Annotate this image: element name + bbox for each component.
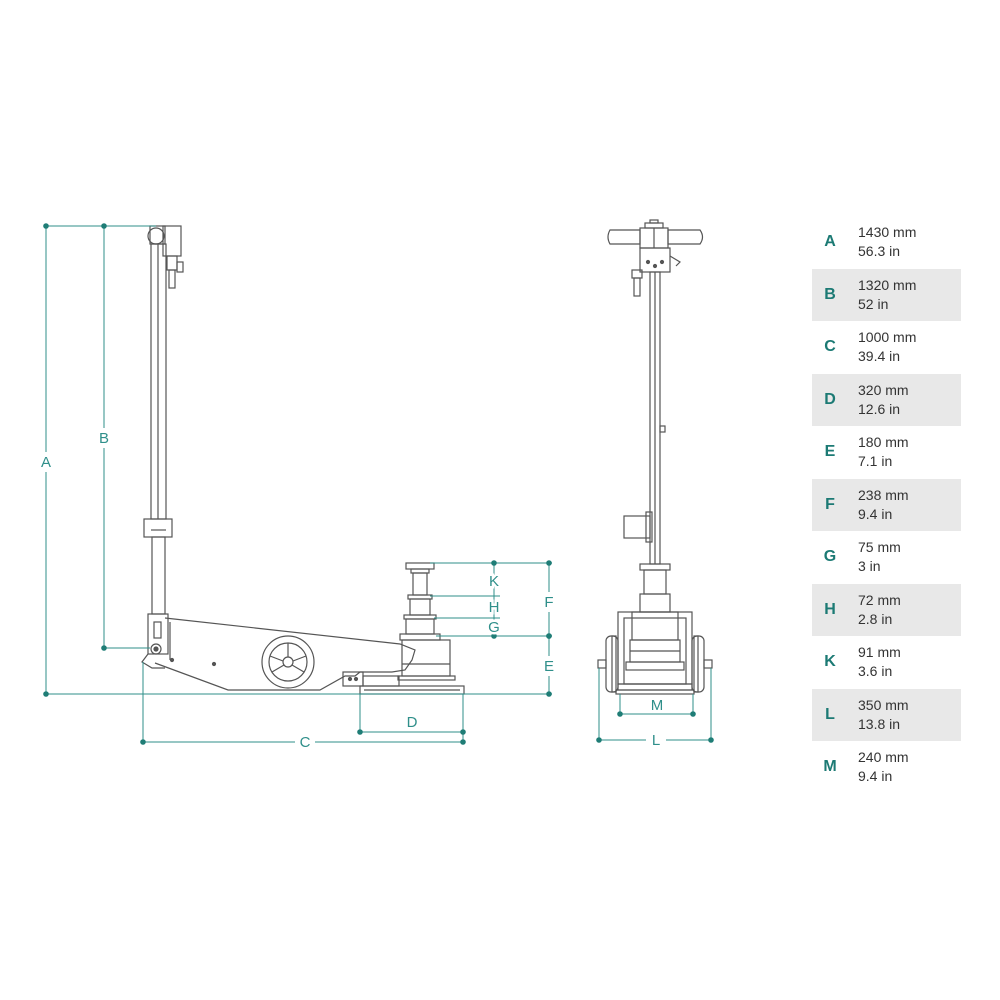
spec-inch: 12.6 in xyxy=(858,400,901,417)
dim-label-l: L xyxy=(652,732,660,749)
spec-mm: 91 mm xyxy=(858,644,901,661)
spec-letter: B xyxy=(824,285,836,303)
wheel-icon xyxy=(261,635,315,689)
dim-label-f: F xyxy=(544,594,553,611)
spec-mm: 1320 mm xyxy=(858,276,917,293)
spec-letter: E xyxy=(824,443,836,461)
spec-inch: 2.8 in xyxy=(858,610,893,627)
spec-inch: 3 in xyxy=(858,558,881,575)
spec-row-k: K 91 mm 3.6 in xyxy=(812,636,961,689)
spec-letter: A xyxy=(824,233,836,251)
dim-label-e: E xyxy=(544,658,554,675)
spec-inch: 56.3 in xyxy=(858,243,901,260)
spec-table: A 1430 mm 56.3 in B 1320 mm 52 in C 1000 m… xyxy=(812,216,961,794)
spec-inch: 9.4 in xyxy=(858,768,893,785)
spec-mm: 72 mm xyxy=(858,591,901,608)
spec-letter: L xyxy=(825,705,835,723)
spec-mm: 350 mm xyxy=(858,696,909,713)
spec-mm: 238 mm xyxy=(858,486,909,503)
dim-label-k: K xyxy=(489,573,499,590)
spec-letter: F xyxy=(825,495,835,513)
spec-inch: 9.4 in xyxy=(858,505,893,522)
spec-inch: 39.4 in xyxy=(858,348,901,365)
spec-letter: M xyxy=(823,758,837,776)
spec-letter: K xyxy=(824,653,836,671)
spec-mm: 320 mm xyxy=(858,381,909,398)
spec-inch: 52 in xyxy=(858,295,889,312)
saddle xyxy=(405,562,435,570)
spec-row-d: D 320 mm 12.6 in xyxy=(812,373,961,426)
dim-label-g: G xyxy=(488,619,500,636)
front-view xyxy=(597,219,713,695)
dim-label-h: H xyxy=(489,599,500,616)
spec-letter: D xyxy=(824,390,836,408)
spec-row-f: F 238 mm 9.4 in xyxy=(812,478,961,531)
spec-row-c: C 1000 mm 39.4 in xyxy=(812,321,961,374)
dim-label-d: D xyxy=(407,714,418,731)
spec-row-e: E 180 mm 7.1 in xyxy=(812,426,961,479)
spec-inch: 3.6 in xyxy=(858,663,893,680)
spec-row-g: G 75 mm 3 in xyxy=(812,531,961,584)
side-view xyxy=(141,225,465,695)
spec-row-h: H 72 mm 2.8 in xyxy=(812,583,961,636)
spec-letter: H xyxy=(824,600,836,618)
front-frame xyxy=(617,611,693,685)
dim-label-m: M xyxy=(651,697,664,714)
chassis-body xyxy=(154,617,416,691)
spec-mm: 1430 mm xyxy=(858,224,917,241)
spec-mm: 1000 mm xyxy=(858,329,917,346)
spec-letter: G xyxy=(823,548,837,566)
spec-letter: C xyxy=(824,338,836,356)
spec-mm: 180 mm xyxy=(858,434,909,451)
spec-inch: 13.8 in xyxy=(858,715,901,732)
dim-label-b: B xyxy=(99,430,109,447)
dimension-letters: A B C D E F K H G M L xyxy=(36,428,666,752)
spec-mm: 240 mm xyxy=(858,749,909,766)
spec-row-m: M 240 mm 9.4 in xyxy=(812,741,961,794)
dim-label-a: A xyxy=(41,454,51,471)
spec-mm: 75 mm xyxy=(858,539,901,556)
spec-row-b: B 1320 mm 52 in xyxy=(812,268,961,321)
spec-inch: 7.1 in xyxy=(858,453,893,470)
spec-row-l: L 350 mm 13.8 in xyxy=(812,688,961,741)
spec-row-a: A 1430 mm 56.3 in xyxy=(812,216,961,269)
dim-label-c: C xyxy=(300,734,311,751)
t-handle xyxy=(607,229,641,245)
